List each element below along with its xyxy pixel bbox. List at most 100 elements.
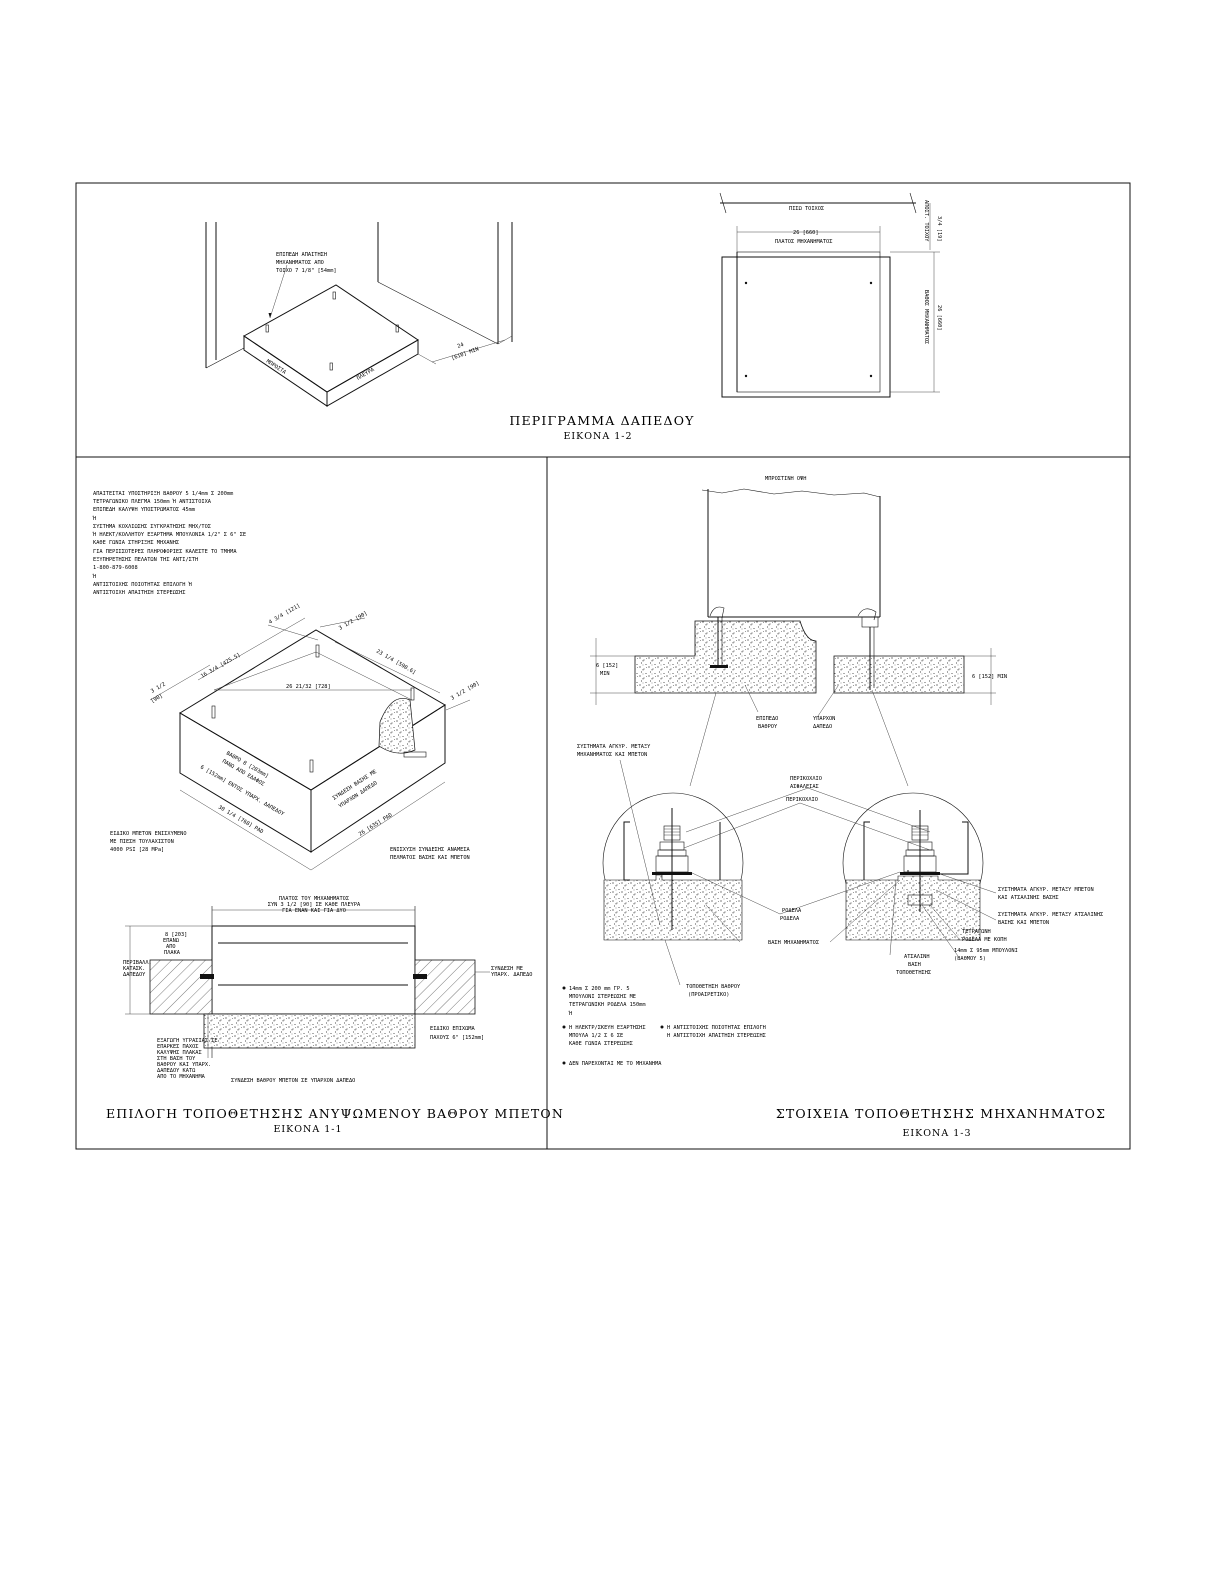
note-line: 1-800-879-6008 xyxy=(93,565,138,571)
pad-dim: 23 1/4 [590.6] xyxy=(375,649,417,677)
note-line: ΤΕΤΡΑΓΩΝΙΚΟ ΠΛΕΓΜΑ 150mm Ή ΑΝΤΙΣΤΟΙΧΑ xyxy=(93,498,212,505)
steel-base-label: ΑΤΣΑΛΙΝΗ xyxy=(904,954,930,960)
figure-1-2-title: ΠΕΡΙΓΡΑΜΜΑ ΔΑΠΕΔΟΥ xyxy=(509,413,694,428)
pad-position-label: (ΠΡΟΑΙΡΕΤΙΚΟ) xyxy=(688,992,729,998)
section-left-label: ΕΠΑΝΩ xyxy=(163,938,179,944)
bullet-icon xyxy=(660,1025,664,1029)
floor-label: ΔΑΠΕΔΟ xyxy=(813,724,832,730)
footnote-line: Η ΑΝΤΙΣΤΟΙΧΗ ΑΠΑΙΤΗΣΗ ΣΤΕΡΕΩΣΗΣ xyxy=(667,1033,766,1039)
figure-1-2-floor-outline: ΕΠΙΠΕΔΗ ΑΠΑΙΤΗΣΗ ΜΗΧΑΝΗΜΑΤΟΣ ΑΠΟ ΤΟΙΧΟ 7… xyxy=(205,192,942,442)
bind-label: ΕΝΙΣΧΥΣΗ ΣΥΝΔΕΣΗΣ ΑΝΑΜΕΣΑ xyxy=(390,847,471,853)
footnote-line: ΤΕΤΡΑΓΩΝΙΚΗ ΡΟΔΕΛΑ 150mm xyxy=(569,1002,646,1008)
locknut-label: ΑΣΦΑΛΕΙΑΣ xyxy=(790,784,819,790)
section-low-label: ΚΑΛΥΨΗΣ ΠΛΑΚΑΣ xyxy=(157,1050,202,1056)
pad-dim: 3 1/2 [90] xyxy=(338,611,369,632)
section-top-label: ΠΛΑΤΟΣ ΤΟΥ ΜΗΧΑΝΗΜΑΤΟΣ xyxy=(279,896,349,902)
section-low-label: ΑΠΟ ΤΟ ΜΗΧΑΝΗΜΑ xyxy=(157,1074,206,1080)
section-low-label: ΕΞΑΓΩΓΗ ΥΓΡΑΣΙΑΣ ΣΕ xyxy=(157,1038,218,1044)
section-left-label: ΚΑΤΑΣΚ. xyxy=(123,966,145,972)
notes-block: ΑΠΑΙΤΕΙΤΑΙ ΥΠΟΣΤΗΡΙΞΗ ΒΑΘΡΟΥ 5 1/4mm Σ 2… xyxy=(92,491,246,596)
anchor-label: ΜΗΧΑΝΗΜΑΤΟΣ ΚΑΙ ΜΠΕΤΟΝ xyxy=(577,752,647,758)
bullet-icon xyxy=(562,986,566,990)
note-line: Ή ΗΛΕΚΤ/ΚΟΛΛΗΤΟΥ ΕΞΑΡΤΗΜΑ ΜΠΟΥΛΟΝΙΑ 1/2"… xyxy=(92,531,246,538)
section-left-label: ΠΕΡΙΒΑΛΛ. xyxy=(123,960,152,966)
concrete-label: 4000 PSI [28 MPa] xyxy=(110,847,164,853)
left-dim-label: 6 [152] xyxy=(596,663,618,669)
right-dim-label: 6 [152] MIN xyxy=(972,674,1007,680)
pad-dim: 3 1/2 [90] xyxy=(450,681,481,702)
bolt-label: 14mm Σ 95mm ΜΠΟΥΛΟΝΙ xyxy=(954,948,1018,954)
detail-circles xyxy=(602,689,997,986)
steel-base-label: ΤΟΠΟΘΕΤΗΣΗΣ xyxy=(896,970,931,976)
front-view-label: ΜΠΡΟΣΤΙΝΗ ΟΨΗ xyxy=(765,476,806,482)
depth-label: ΒΑΘΟΣ ΜΗΧΑΝΗΜΑΤΟΣ xyxy=(923,290,929,344)
note-line: ΑΠΑΙΤΕΙΤΑΙ ΥΠΟΣΤΗΡΙΞΗ ΒΑΘΡΟΥ 5 1/4mm Σ 2… xyxy=(93,491,233,497)
section-low-label: ΣΤΗ ΒΑΣΗ ΤΟΥ xyxy=(157,1056,196,1062)
nut-label: ΠΕΡΙΚΟΧΛΙΟ xyxy=(786,797,818,803)
footnote-line: ΚΑΘΕ ΓΩΝΙΑ ΣΤΕΡΕΩΣΗΣ xyxy=(569,1041,633,1047)
section-left-label: ΠΛΑΚΑ xyxy=(164,950,181,956)
pad-dim: 4 3/4 [121] xyxy=(268,603,301,626)
steel-anchor-label: ΚΑΙ ΑΤΣΑΛΙΝΗΣ ΒΑΣΗΣ xyxy=(998,895,1059,901)
square-washer-label: ΤΕΤΡΑΓΩΝΗ xyxy=(962,929,991,935)
locknut-label: ΠΕΡΙΚΟΧΛΙΟ xyxy=(790,776,822,782)
floor-label: ΥΠΑΡΧΟΝ xyxy=(813,716,835,722)
footnotes xyxy=(562,986,664,1065)
leveling-label-1: ΕΠΙΠΕΔΗ ΑΠΑΙΤΗΣΗ xyxy=(276,252,327,258)
footnote-line: Η ΗΛΕΚΤΡ/ΣΚΕΥΗ ΕΞΑΡΤΗΣΗΣ xyxy=(569,1025,646,1031)
section-low-label: ΕΠΑΡΚΕΣ ΠΑΧΟΣ xyxy=(157,1044,198,1050)
note-line: ΑΝΤΙΣΤΟΙΧΗ ΑΠΑΙΤΗΣΗ ΣΤΕΡΕΩΣΗΣ xyxy=(93,590,185,596)
width-label: ΠΛΑΤΟΣ ΜΗΧΑΝΗΜΑΤΟΣ xyxy=(775,239,832,245)
section-top-label: ΓΙΑ ΕΝΑΝ ΚΑΙ ΓΙΑ ΔΥΟ xyxy=(282,908,346,914)
section-left-label: ΔΑΠΕΔΟΥ xyxy=(123,972,146,978)
section-top-label: ΣΥΝ 3 1/2 [90] ΣΕ ΚΑΘΕ ΠΛΕΥΡΑ xyxy=(268,902,361,908)
note-line: ΣΥΣΤΗΜΑ ΚΟΧΛΙΩΣΗΣ ΣΥΓΚΡΑΤΗΣΗΣ ΜΗΧ/ΤΟΣ xyxy=(93,524,211,530)
fill-label: ΕΙΔΙΚΟ ΕΠΙΧΩΜΑ xyxy=(430,1026,475,1032)
pad-dim: [90] xyxy=(150,693,164,705)
fill-label: ΠΑΧΟΥΣ 6" [152mm] xyxy=(430,1035,484,1041)
note-line: ΕΞΥΠΗΡΕΤΗΣΗΣ ΠΕΛΑΤΩΝ ΤΗΣ ΑΝΤΙ/ΣΤΗ xyxy=(93,557,198,563)
pad-dim: 3 1/2 xyxy=(150,682,167,695)
note-line: ΑΝΤΙΣΤΟΙΧΗΣ ΠΟΙΟΤΗΤΑΣ ΕΠΙΛΟΓΗ Ή xyxy=(93,581,192,588)
steel-base-label: ΒΑΣΗ xyxy=(908,962,921,968)
width-dim: 26 [660] xyxy=(793,230,819,236)
isometric-alcove-view xyxy=(205,222,513,407)
note-line: ΚΑΘΕ ΓΩΝΙΑ ΣΤΗΡΙΞΗΣ ΜΗΧΑΝΗΣ xyxy=(93,540,179,546)
figure-1-3-machine-installation: ΜΠΡΟΣΤΙΝΗ ΟΨΗ 6 [152] MIN 6 [152] MIN ΕΠ… xyxy=(562,476,1106,1139)
front-elevation xyxy=(590,488,996,717)
steel-anchor-label: ΣΥΣΤΗΜΑΤΑ ΑΓΚΥΡ. ΜΕΤΑΞΥ ΜΠΕΤΟΝ xyxy=(998,887,1094,893)
concrete-label: ΜΕ ΠΙΕΣΗ ΤΟΥΛΑΧΙΣΤΟΝ xyxy=(110,839,174,845)
pad-dim: 26 21/32 [728] xyxy=(286,684,331,690)
figure-1-2-subtitle: ΕΙΚΟΝΑ 1-2 xyxy=(563,431,632,442)
bullet-icon xyxy=(562,1025,566,1029)
machine-base-label: ΒΑΣΗ ΜΗΧΑΝΗΜΑΤΟΣ xyxy=(768,940,819,946)
washer-label: ΡΟΔΕΛΑ xyxy=(782,908,802,914)
figure-1-3-title: ΣΤΟΙΧΕΙΑ ΤΟΠΟΘΕΤΗΣΗΣ ΜΗΧΑΝΗΜΑΤΟΣ xyxy=(776,1106,1106,1121)
figure-1-1-subtitle: ΕΙΚΟΝΑ 1-1 xyxy=(273,1124,342,1135)
note-line: Ή xyxy=(92,573,96,580)
pad-dim: 26 [635] PAD xyxy=(358,812,394,837)
pad-level-label: ΕΠΙΠΕΔΟ xyxy=(756,716,778,722)
bullet-icon xyxy=(562,1061,566,1065)
footnote-line: ΜΠΟΥΛΟΝΙ ΣΤΕΡΕΩΣΗΣ ΜΕ xyxy=(569,994,636,1000)
clearance-dim-1: 24 xyxy=(457,342,465,350)
section-left-label: ΑΠΟ xyxy=(166,944,176,950)
leveling-label-3: ΤΟΙΧΟ 7 1/8" [54mm] xyxy=(276,268,337,274)
footnote-line: ΔΕΝ ΠΑΡΕΧΟΝΤΑΙ ΜΕ ΤΟ ΜΗΧΑΝΗΜΑ xyxy=(569,1061,662,1067)
steel-anchor-label: ΒΑΣΗΣ ΚΑΙ ΜΠΕΤΟΝ xyxy=(998,920,1049,926)
clearance-dim-2: [610] MIN xyxy=(451,346,480,361)
footnote-line: Ή xyxy=(568,1010,572,1017)
section-caption: ΣΥΝΔΕΣΗ ΒΑΘΡΟΥ ΜΠΕΤΟΝ ΣΕ ΥΠΑΡΧΟΝ ΔΑΠΕΔΟ xyxy=(231,1078,355,1084)
pad-dim: 16 3/4 [425.5] xyxy=(200,652,242,680)
plan-view xyxy=(719,192,940,398)
figure-1-1-raised-pad: ΑΠΑΙΤΕΙΤΑΙ ΥΠΟΣΤΗΡΙΞΗ ΒΑΘΡΟΥ 5 1/4mm Σ 2… xyxy=(92,491,563,1135)
offset-dim: 3/4 [19] xyxy=(936,216,942,242)
anchor-label: ΣΥΣΤΗΜΑΤΑ ΑΓΚΥΡ. ΜΕΤΑΞΥ xyxy=(577,744,651,750)
pad-level-label: ΒΑΘΡΟΥ xyxy=(758,724,778,730)
footnote-line: 14mm Σ 200 mm ΓΡ. 5 xyxy=(569,986,630,992)
depth-dim: 26 [660] xyxy=(936,305,942,331)
footnote-line: ΜΠΟΥΛΑ 1/2 Σ 6 ΣΕ xyxy=(569,1033,623,1039)
section-right-label: ΥΠΑΡΧ. ΔΑΠΕΔΟ xyxy=(491,972,532,978)
section-right-label: ΣΥΝΔΕΣΗ ΜΕ xyxy=(491,966,523,972)
